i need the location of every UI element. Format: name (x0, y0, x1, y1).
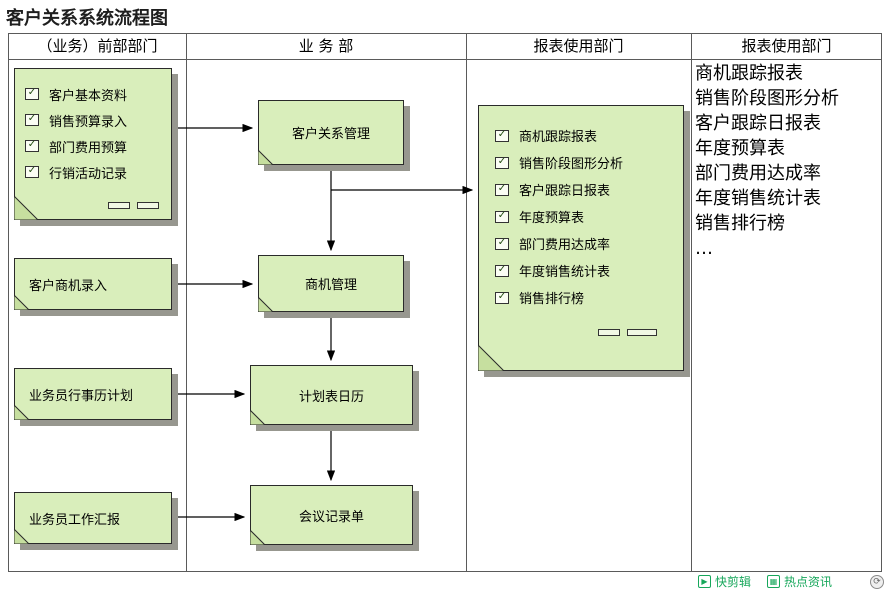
report-name-list: 商机跟踪报表 销售阶段图形分析 客户跟踪日报表 年度预算表 部门费用达成率 年度… (695, 61, 881, 261)
page-fold-icon (14, 405, 29, 420)
report-name: … (695, 238, 713, 259)
report-name: 销售阶段图形分析 (695, 88, 839, 109)
lane-header-report-dept-2: 报表使用部门 (741, 37, 832, 55)
checklist-label: 销售阶段图形分析 (519, 157, 624, 172)
swimlane-table: （业务）前部部门 业 务 部 报表使用部门 报表使用部门 (8, 33, 882, 572)
doc-label: 商机管理 (304, 278, 357, 293)
checklist-row: ✓ 销售阶段图形分析 (479, 149, 683, 176)
lane-header-business-dept: 业 务 部 (298, 37, 354, 55)
quick-clip-icon: ▶ (698, 575, 711, 588)
report-name: 商机跟踪报表 (695, 63, 803, 84)
doc-crm: 客户关系管理 (258, 100, 404, 165)
doc-button-bar (137, 202, 159, 209)
checklist-row: ✓ 部门费用达成率 (479, 230, 683, 257)
checkbox-icon: ✓ (25, 88, 39, 100)
hot-news-button[interactable]: ▦ 热点资讯 (767, 573, 832, 590)
checkbox-icon: ✓ (495, 264, 509, 277)
page-fold-icon (478, 345, 504, 371)
page-fold-icon (14, 529, 29, 544)
quick-clip-label: 快剪辑 (715, 575, 752, 589)
input-checklist-doc: ✓ 客户基本资料 ✓ 销售预算录入 ✓ 部门费用预算 ✓ 行销活动记录 (14, 68, 172, 220)
checkbox-icon: ✓ (25, 166, 39, 178)
page-fold-icon (258, 150, 273, 165)
checklist-row: ✓ 客户基本资料 (15, 81, 171, 107)
checkbox-icon: ✓ (25, 114, 39, 126)
lane-divider (466, 34, 467, 571)
report-name: 部门费用达成率 (695, 163, 821, 184)
hot-news-icon: ▦ (767, 575, 781, 588)
checklist-label: 行销活动记录 (49, 166, 128, 182)
checklist-row: ✓ 年度预算表 (479, 203, 683, 230)
doc-label: 计划表日历 (298, 389, 364, 405)
doc-label: 会议记录单 (298, 509, 364, 525)
doc-button-bar (627, 329, 657, 336)
browser-overlay-bar: ▶ 快剪辑 ▦ 热点资讯 ⟳ (698, 573, 884, 590)
report-name: 年度预算表 (695, 138, 785, 159)
checklist-row: ✓ 商机跟踪报表 (479, 122, 683, 149)
checklist-row: ✓ 销售排行榜 (479, 284, 683, 311)
checklist-label: 部门费用达成率 (519, 238, 611, 253)
checklist-label: 年度销售统计表 (519, 265, 611, 280)
checklist-row: ✓ 客户跟踪日报表 (479, 176, 683, 203)
checklist-label: 商机跟踪报表 (519, 130, 598, 145)
report-name: 年度销售统计表 (695, 188, 821, 209)
checklist-row: ✓ 行销活动记录 (15, 159, 171, 185)
doc-button-bar (108, 202, 130, 209)
quick-clip-button[interactable]: ▶ 快剪辑 (698, 573, 751, 590)
checkbox-icon: ✓ (495, 210, 509, 223)
floating-badge-icon[interactable]: ⟳ (870, 574, 884, 589)
doc-label: 客户关系管理 (291, 127, 370, 142)
doc-label: 业务员工作汇报 (29, 512, 121, 528)
doc-buttons (108, 202, 159, 209)
lane-header-front-dept: （业务）前部部门 (37, 37, 158, 55)
lane-divider (691, 34, 692, 571)
page-fold-icon (250, 410, 265, 425)
checkbox-icon: ✓ (495, 291, 509, 304)
doc-meeting-record: 会议记录单 (250, 485, 413, 545)
doc-label: 客户商机录入 (29, 278, 108, 294)
checklist-label: 客户跟踪日报表 (519, 184, 611, 199)
checkbox-icon: ✓ (495, 129, 509, 142)
checklist-label: 客户基本资料 (49, 88, 128, 104)
doc-calendar-plan: 业务员行事历计划 (14, 368, 172, 420)
doc-work-report: 业务员工作汇报 (14, 492, 172, 544)
doc-label: 业务员行事历计划 (29, 388, 134, 404)
page-fold-icon (14, 295, 29, 310)
checkbox-icon: ✓ (25, 140, 39, 152)
page-fold-icon (258, 297, 273, 312)
page-fold-icon (14, 196, 38, 220)
checklist-row: ✓ 销售预算录入 (15, 107, 171, 133)
report-checklist-doc: ✓ 商机跟踪报表 ✓ 销售阶段图形分析 ✓ 客户跟踪日报表 ✓ 年度预算表 ✓ … (478, 105, 684, 371)
report-name: 客户跟踪日报表 (695, 113, 821, 134)
checkbox-icon: ✓ (495, 183, 509, 196)
lane-header-report-dept-1: 报表使用部门 (533, 37, 624, 55)
page-title: 客户关系系统流程图 (6, 8, 168, 29)
header-divider (9, 59, 881, 60)
checklist-label: 年度预算表 (519, 211, 585, 226)
checklist-label: 销售排行榜 (519, 292, 585, 307)
doc-button-bar (598, 329, 620, 336)
checklist-label: 部门费用预算 (49, 140, 128, 156)
doc-buttons (598, 329, 657, 336)
hot-news-label: 热点资讯 (784, 575, 833, 589)
doc-calendar: 计划表日历 (250, 365, 413, 425)
doc-opportunity-mgmt: 商机管理 (258, 255, 404, 312)
checkbox-icon: ✓ (495, 237, 509, 250)
checkbox-icon: ✓ (495, 156, 509, 169)
report-name: 销售排行榜 (695, 213, 785, 234)
checklist-label: 销售预算录入 (49, 114, 128, 130)
checklist-row: ✓ 部门费用预算 (15, 133, 171, 159)
page-fold-icon (250, 530, 265, 545)
checklist-row: ✓ 年度销售统计表 (479, 257, 683, 284)
lane-divider (186, 34, 187, 571)
doc-opportunity-entry: 客户商机录入 (14, 258, 172, 310)
